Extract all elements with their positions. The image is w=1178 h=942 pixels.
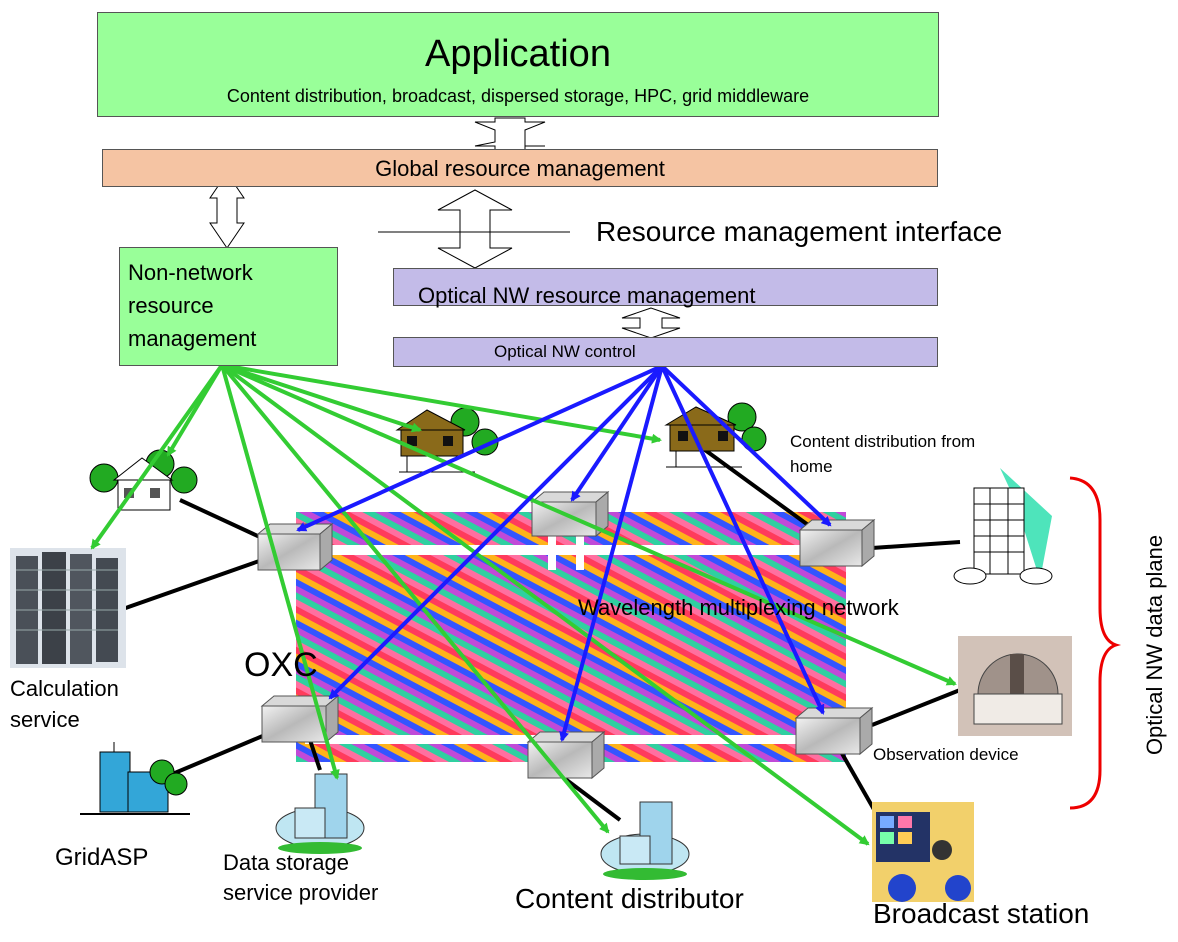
oxc-switch: [794, 706, 874, 756]
data-storage-line1: Data storage: [223, 850, 349, 875]
global-resource-label: Global resource management: [375, 156, 665, 181]
oxc-switch: [260, 694, 340, 744]
non-network-line1: Non-network: [128, 260, 253, 285]
resource-interface-label: Resource management interface: [596, 216, 1003, 247]
oxc-switch: [798, 518, 876, 568]
oxc-switch: [526, 730, 606, 780]
application-layer: Application Content distribution, broadc…: [97, 12, 939, 117]
double-arrow-icon: [621, 307, 681, 339]
application-title: Application: [425, 33, 611, 75]
observatory-icon: [958, 636, 1072, 736]
non-network-box: Non-network resource management: [119, 247, 338, 366]
server-rack-icon: [10, 548, 126, 668]
wdm-network: [296, 512, 846, 762]
apartment-icon: [953, 468, 1053, 585]
optical-control-layer: Optical NW control: [393, 337, 938, 367]
application-subtitle: Content distribution, broadcast, dispers…: [226, 86, 810, 106]
double-arrow-icon: [474, 117, 546, 151]
home-distribution-line1: Content distribution from: [790, 432, 976, 451]
home-distribution-line2: home: [790, 457, 833, 476]
gridasp-label: GridASP: [55, 844, 149, 871]
calculation-line1: Calculation: [10, 676, 119, 701]
calculation-line2: service: [10, 707, 80, 732]
oxc-switch: [530, 490, 610, 538]
non-network-line2: resource: [128, 293, 214, 318]
non-network-line3: management: [128, 326, 257, 351]
green-link: [90, 363, 957, 846]
broadcast-label: Broadcast station: [873, 898, 1090, 929]
data-plane-label: Optical NW data plane: [1142, 534, 1167, 756]
office-building-icon: [600, 801, 690, 880]
data-storage-line2: service provider: [223, 880, 379, 905]
broadcast-station-icon: [872, 802, 974, 902]
double-arrow-icon: [437, 189, 513, 269]
optical-resource-layer: Optical NW resource management: [393, 268, 938, 308]
content-distributor-label: Content distributor: [515, 883, 744, 914]
observation-label: Observation device: [873, 745, 1019, 764]
office-building-icon: [275, 773, 365, 854]
optical-control-label: Optical NW control: [494, 342, 636, 361]
global-resource-layer: Global resource management: [102, 149, 938, 187]
building-icon: [80, 742, 190, 815]
blue-link: [296, 364, 832, 742]
data-plane-brace: [1069, 476, 1122, 810]
wdm-network-label: Wavelength multiplexing network: [578, 595, 899, 620]
optical-resource-label: Optical NW resource management: [418, 283, 756, 308]
oxc-switch: [256, 522, 334, 572]
house-icon: [89, 449, 198, 511]
oxc-label: OXC: [244, 646, 318, 684]
